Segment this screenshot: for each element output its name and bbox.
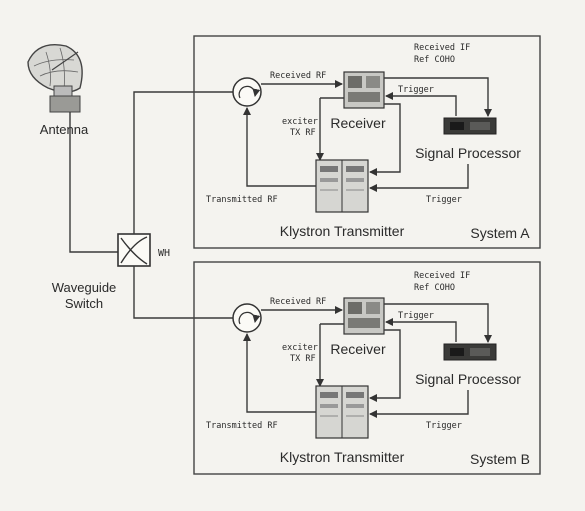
ref-coho-label: Ref COHO [414,55,455,65]
waveguide-label: Waveguide [52,280,117,295]
switch-label: Switch [65,296,103,311]
system-b-label: System B [470,451,530,467]
circulator-arrow [238,85,261,99]
transmitted-rf-line [243,107,316,187]
received-rf-label: Received RF [270,297,326,307]
antenna-icon [27,44,83,113]
signal-processor-label: Signal Processor [415,145,521,161]
tx-rf-label: TX RF [290,128,316,138]
coho-to-klystron-line [369,329,401,402]
tx-rf-label: TX RF [290,354,316,364]
system-a: Received RF Receiver Received IF Ref COH… [193,35,541,249]
trigger-bottom-label: Trigger [426,421,462,431]
waveguide-switch-icon [117,233,151,267]
antenna-feed-line [69,112,118,253]
circulator-icon [232,77,262,107]
receiver-label: Receiver [330,115,386,131]
signal-processor-icon [443,343,497,361]
switch-to-system-a-line [133,91,233,234]
antenna-label: Antenna [40,122,89,137]
exciter-label: exciter [282,343,318,353]
exciter-label: exciter [282,117,318,127]
klystron-label: Klystron Transmitter [280,223,405,239]
transmitted-rf-label: Transmitted RF [206,421,278,431]
receiver-label: Receiver [330,341,386,357]
received-if-line [384,77,492,117]
coho-to-klystron-line [369,103,401,176]
klystron-transmitter-icon [315,159,369,213]
klystron-label: Klystron Transmitter [280,449,405,465]
system-a-border [193,35,541,249]
received-if-label: Received IF [414,43,470,53]
trigger-to-receiver-line [385,92,457,116]
receiver-icon [343,71,385,109]
trigger-bottom-label: Trigger [426,195,462,205]
system-b-border [193,261,541,475]
trigger-to-receiver-line [385,318,457,342]
system-a-label: System A [470,225,530,241]
circulator-icon [232,303,262,333]
switch-to-system-b-line [133,266,233,319]
received-if-line [384,303,492,343]
receiver-icon [343,297,385,335]
trigger-top-label: Trigger [398,311,434,321]
trigger-to-klystron-line [369,164,469,192]
dummy-load-symbol: WH [158,248,170,259]
received-rf-label: Received RF [270,71,326,81]
system-b: Received RF Receiver Received IF Ref COH… [193,261,541,475]
klystron-transmitter-icon [315,385,369,439]
circulator-arrow [238,311,261,325]
transmitted-rf-line [243,333,316,413]
ref-coho-label: Ref COHO [414,283,455,293]
received-if-label: Received IF [414,271,470,281]
trigger-to-klystron-line [369,390,469,418]
transmitted-rf-label: Transmitted RF [206,195,278,205]
signal-processor-label: Signal Processor [415,371,521,387]
signal-processor-icon [443,117,497,135]
trigger-top-label: Trigger [398,85,434,95]
